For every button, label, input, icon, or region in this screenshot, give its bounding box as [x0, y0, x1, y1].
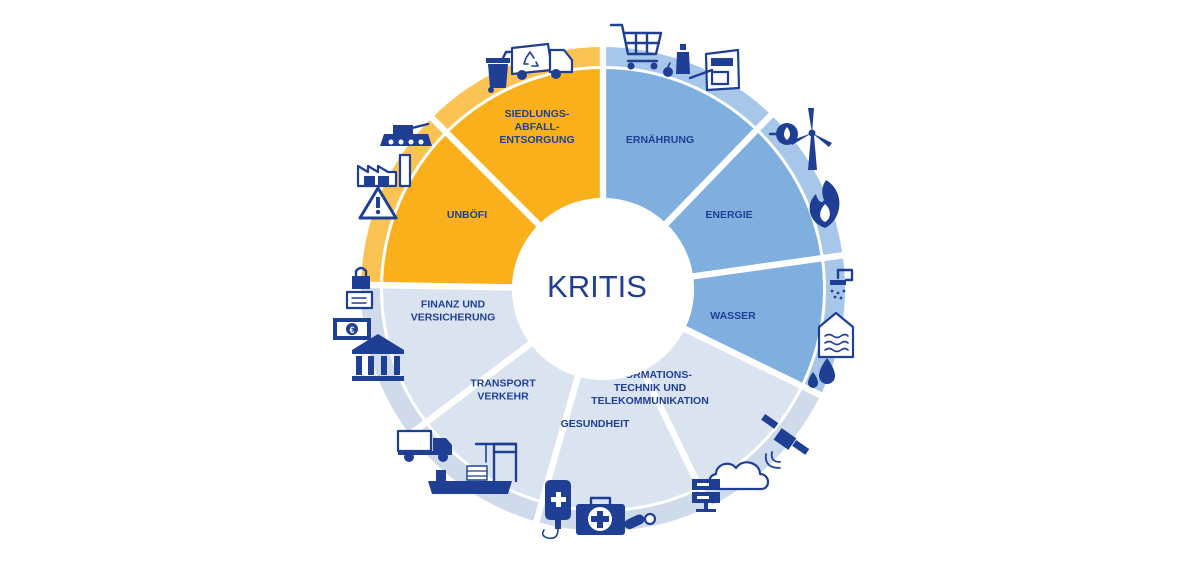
segment-band-unboefi [361, 117, 446, 286]
pills-icon [624, 512, 657, 530]
sector-label-line: SIEDLUNGS- [505, 108, 570, 120]
shower-icon [830, 268, 854, 300]
sector-label-ernaehrung: ERNÄHRUNG [626, 133, 694, 146]
sector-label-line: ERNÄHRUNG [626, 133, 694, 146]
garbage-truck-icon [510, 42, 574, 80]
center-circle [512, 198, 694, 380]
center-title: KRITIS [547, 269, 647, 304]
iv-bag-icon [541, 480, 571, 540]
sector-label-line: ENERGIE [705, 209, 752, 221]
cloud-icon [708, 461, 770, 491]
warning-icon [358, 186, 398, 220]
sector-label-unboefi: UNBÖFI [447, 208, 487, 221]
truck-icon [396, 429, 452, 462]
segment-band-finanz [360, 284, 425, 435]
sector-label-line: ENTSORGUNG [499, 134, 574, 146]
sector-label-line: TELEKOMMUNIKATION [591, 395, 709, 407]
segment-divider [681, 325, 824, 399]
segment-wasser [684, 258, 823, 386]
segment-divider [532, 373, 582, 525]
factory-icon [356, 153, 412, 188]
water-drop-icon [808, 358, 835, 388]
sector-label-line: WASSER [710, 310, 756, 322]
sector-label-line: GESUNDHEIT [561, 418, 630, 430]
sector-label-line: FINANZ UND [421, 299, 486, 311]
segment-divider [690, 251, 846, 280]
sector-label-line: TRANSPORT [470, 378, 536, 390]
server-icon [692, 479, 720, 512]
first-aid-kit-icon [576, 496, 625, 535]
sector-label-line: VERSICHERUNG [411, 312, 496, 324]
sector-label-energie: ENERGIE [705, 209, 752, 221]
bottle-icon [676, 44, 690, 74]
sector-labels: ERNÄHRUNGENERGIEWASSERINFORMATIONS-TECHN… [411, 108, 756, 430]
segment-finanz [383, 285, 531, 422]
water-house-icon [817, 311, 855, 359]
sector-label-siedlungsabfall: SIEDLUNGS-ABFALL-ENTSORGUNG [499, 108, 574, 146]
plug-icon [768, 123, 798, 145]
shopping-cart-icon [609, 23, 663, 70]
segment-band-ernaehrung [603, 47, 772, 129]
sector-label-gesundheit: GESUNDHEIT [561, 418, 630, 430]
apple-icon [663, 62, 673, 77]
segment-transport [427, 343, 578, 501]
wind-turbine-icon [790, 108, 832, 170]
segment-gesundheit [542, 370, 700, 509]
bank-building-icon [352, 334, 404, 381]
banknote-icon: € [333, 318, 371, 340]
segment-ernaehrung [603, 69, 756, 224]
waste-bin-icon [486, 50, 512, 93]
segment-divider [428, 114, 543, 229]
segment-energie [666, 130, 821, 277]
sector-label-line: VERKEHR [477, 391, 529, 403]
food-package-icon [688, 48, 741, 92]
sector-label-line: UNBÖFI [447, 208, 487, 221]
satellite-icon [761, 413, 810, 469]
tank-icon [380, 122, 432, 146]
segment-divider [358, 281, 515, 291]
sector-label-wasser: WASSER [710, 310, 756, 322]
cargo-ship-crane-icon [428, 442, 518, 494]
svg-text:€: € [349, 325, 354, 335]
segment-divider [662, 111, 775, 228]
locked-document-icon [345, 266, 374, 310]
flame-icon [809, 180, 840, 228]
segment-divider [406, 340, 534, 439]
segment-siedlungsabfall [447, 69, 603, 225]
sector-label-line: TECHNIK UND [614, 382, 687, 394]
sector-label-line: ABFALL- [515, 121, 560, 133]
segment-unboefi [383, 133, 539, 288]
